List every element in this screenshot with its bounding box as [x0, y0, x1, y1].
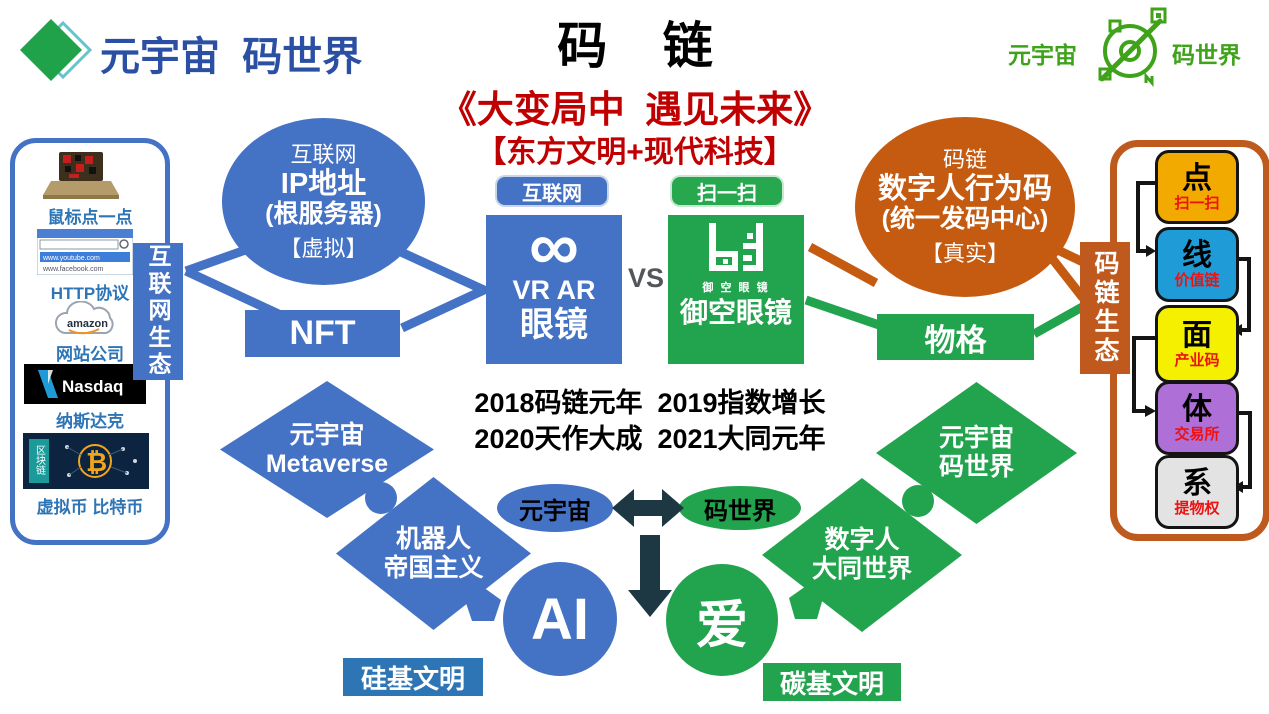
nasdaq-text: Nasdaq	[62, 377, 123, 396]
metaverse-ellipse: 元宇宙	[497, 484, 613, 532]
yukong-glasses-box: 御 空 眼 镜 御空眼镜	[668, 215, 804, 364]
plane-char: 面	[1182, 318, 1212, 352]
codechain-circle-line1: 码链	[942, 147, 987, 172]
brand-wordmark: 元宇宙 码世界	[100, 35, 363, 79]
timeline-text: 2018码链元年 2019指数增长 2020天作大成 2021大同元年	[448, 385, 852, 457]
vs-text: VS	[627, 263, 665, 293]
yukong-glasses-icon	[709, 223, 763, 271]
left-item-label: 网站公司	[56, 345, 124, 364]
system-box: 系 提物权	[1155, 455, 1239, 529]
plane-sub: 产业码	[1174, 351, 1220, 369]
digital-human-diamond-line1: 数字人	[824, 526, 900, 554]
plane-box: 面 产业码	[1155, 305, 1239, 383]
vr-ar-glasses-box: ∞ VR AR 眼镜	[486, 207, 622, 364]
infinity-icon: ∞	[529, 207, 579, 285]
left-item-label: 虚拟币 比特币	[36, 498, 144, 517]
body-char: 体	[1182, 392, 1212, 426]
browser-icon: www.youtube.com www.facebook.com	[37, 229, 133, 275]
codechain-circle-line2: 数字人行为码	[877, 173, 1052, 205]
svg-text:₿: ₿	[86, 448, 107, 478]
system-char: 系	[1182, 466, 1212, 500]
codechain-circle-line3: (统一发码中心)	[881, 205, 1049, 233]
line-char: 线	[1182, 239, 1212, 272]
subtitle-theme: 【东方文明+现代科技】	[476, 136, 794, 169]
brand-diamonds-icon	[20, 19, 93, 81]
left-item-label: 鼠标点一点	[47, 208, 133, 227]
system-sub: 提物权	[1174, 499, 1220, 517]
robot-diamond-line1: 机器人	[395, 524, 471, 553]
nasdaq-icon: Nasdaq	[24, 364, 146, 404]
codeworld-diamond-line1: 元宇宙	[938, 424, 1014, 452]
internet-circle-line1: 互联网	[290, 141, 357, 167]
love-circle: 爱	[666, 564, 778, 676]
codeworld-ellipse: 码世界	[679, 486, 801, 530]
yukong-small-text: 御 空 眼 镜	[702, 282, 770, 294]
internet-ecosystem-panel: 鼠标点一点 www.youtube.com www.facebook.com H…	[10, 138, 170, 545]
codechain-ecosystem-band: 码链生态	[1080, 242, 1130, 374]
silicon-civilization-box: 硅基文明	[343, 658, 483, 696]
yukong-label: 御空眼镜	[679, 297, 792, 328]
green-connector-lines	[804, 295, 1087, 338]
qr-planet-logo-icon	[1098, 7, 1167, 88]
laptop-qr-icon	[43, 152, 119, 199]
internet-circle-line3: (根服务器)	[265, 199, 382, 228]
dot-box: 点 扫一扫	[1155, 150, 1239, 224]
internet-circle-line2: IP地址	[280, 167, 367, 200]
carbon-civilization-box: 碳基文明	[763, 663, 901, 701]
vr-ar-text: VR AR	[512, 275, 596, 305]
blue-connector-lines	[184, 237, 488, 333]
metaverse-diamond-line1: 元宇宙	[289, 420, 365, 449]
left-item-label: 纳斯达克	[56, 412, 124, 431]
internet-circle-line4: 【虚拟】	[279, 235, 368, 261]
browser-row-2: www.facebook.com	[42, 266, 103, 273]
amazon-cloud-icon: amazon	[55, 301, 114, 335]
timeline-line2: 2020天作大成 2021大同元年	[474, 424, 826, 454]
internet-ecosystem-band: 互联网生态	[133, 243, 183, 380]
page-title: 码 链	[557, 18, 713, 74]
internet-circle: 互联网 IP地址 (根服务器) 【虚拟】	[222, 118, 425, 285]
wuge-box: 物格	[877, 314, 1034, 360]
body-box: 体 交易所	[1155, 381, 1239, 455]
body-sub: 交易所	[1174, 425, 1220, 443]
ai-circle: AI	[503, 562, 617, 676]
internet-badge: 互联网	[497, 177, 607, 205]
codechain-circle: 码链 数字人行为码 (统一发码中心) 【真实】	[855, 117, 1075, 297]
bitcoin-icon: 区块链 ₿	[23, 433, 149, 489]
subtitle-book: 《大变局中 遇见未来》	[439, 89, 831, 130]
line-box: 线 价值链	[1155, 227, 1239, 302]
left-item-label: HTTP协议	[50, 284, 130, 303]
right-column-flow-lines	[1132, 181, 1252, 489]
dot-char: 点	[1182, 161, 1212, 195]
codechain-circle-line4: 【真实】	[920, 241, 1009, 266]
dot-sub: 扫一扫	[1174, 194, 1220, 212]
logo-right-left-text: 元宇宙	[1008, 42, 1077, 68]
line-sub: 价值链	[1174, 272, 1220, 289]
nft-box: NFT	[245, 310, 400, 357]
metaverse-diamond-line2: Metaverse	[265, 449, 389, 478]
digital-human-diamond-line2: 大同世界	[811, 555, 912, 583]
glasses-text: 眼镜	[520, 306, 588, 344]
blockchain-vertical-text: 区块链	[34, 445, 46, 475]
robot-diamond-line2: 帝国主义	[383, 553, 484, 582]
logo-right-right-text: 码世界	[1172, 42, 1241, 68]
scan-badge: 扫一扫	[672, 177, 782, 205]
browser-row-1: www.youtube.com	[42, 255, 100, 262]
codeworld-diamond-line2: 码世界	[938, 453, 1014, 481]
timeline-line1: 2018码链元年 2019指数增长	[474, 388, 826, 418]
amazon-text: amazon	[67, 318, 108, 330]
